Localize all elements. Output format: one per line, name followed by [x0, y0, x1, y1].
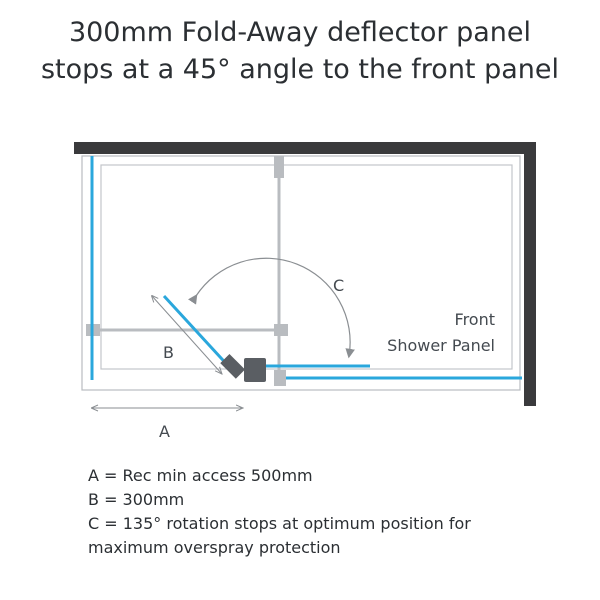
top-wall [74, 142, 536, 154]
label-c: C [333, 276, 344, 295]
dimension-line-b [152, 296, 222, 374]
front-panel-label-line-2: Shower Panel [387, 336, 495, 355]
title-line-2: stops at a 45° angle to the front panel [40, 54, 560, 85]
deflector-glass-panel [162, 294, 234, 372]
center-rail-bracket [274, 324, 288, 336]
label-a: A [159, 422, 170, 441]
legend-item-c-line-2: maximum overspray protection [88, 538, 341, 557]
deflector-hinge [220, 353, 246, 379]
front-panel-label-line-1: Front [455, 310, 495, 329]
right-wall [524, 142, 536, 406]
legend-item-a: A = Rec min access 500mm [88, 466, 313, 485]
tray-inner-outline [100, 164, 513, 370]
dimension-legend: A = Rec min access 500mm B = 300mm C = 1… [88, 464, 471, 560]
diagram-title: 300mm Fold-Away deflector panel stops at… [0, 14, 600, 88]
front-panel-hinge [244, 358, 266, 382]
label-b: B [163, 343, 174, 362]
title-line-1: 300mm Fold-Away deflector panel [68, 17, 532, 48]
tray-outer-outline [81, 155, 521, 391]
top-rail-bracket [274, 156, 284, 178]
bottom-rail-bracket [274, 370, 286, 386]
rotation-arc-arrow [188, 257, 355, 359]
legend-item-b: B = 300mm [88, 490, 185, 509]
legend-item-c-line-1: C = 135° rotation stops at optimum posit… [88, 514, 471, 533]
